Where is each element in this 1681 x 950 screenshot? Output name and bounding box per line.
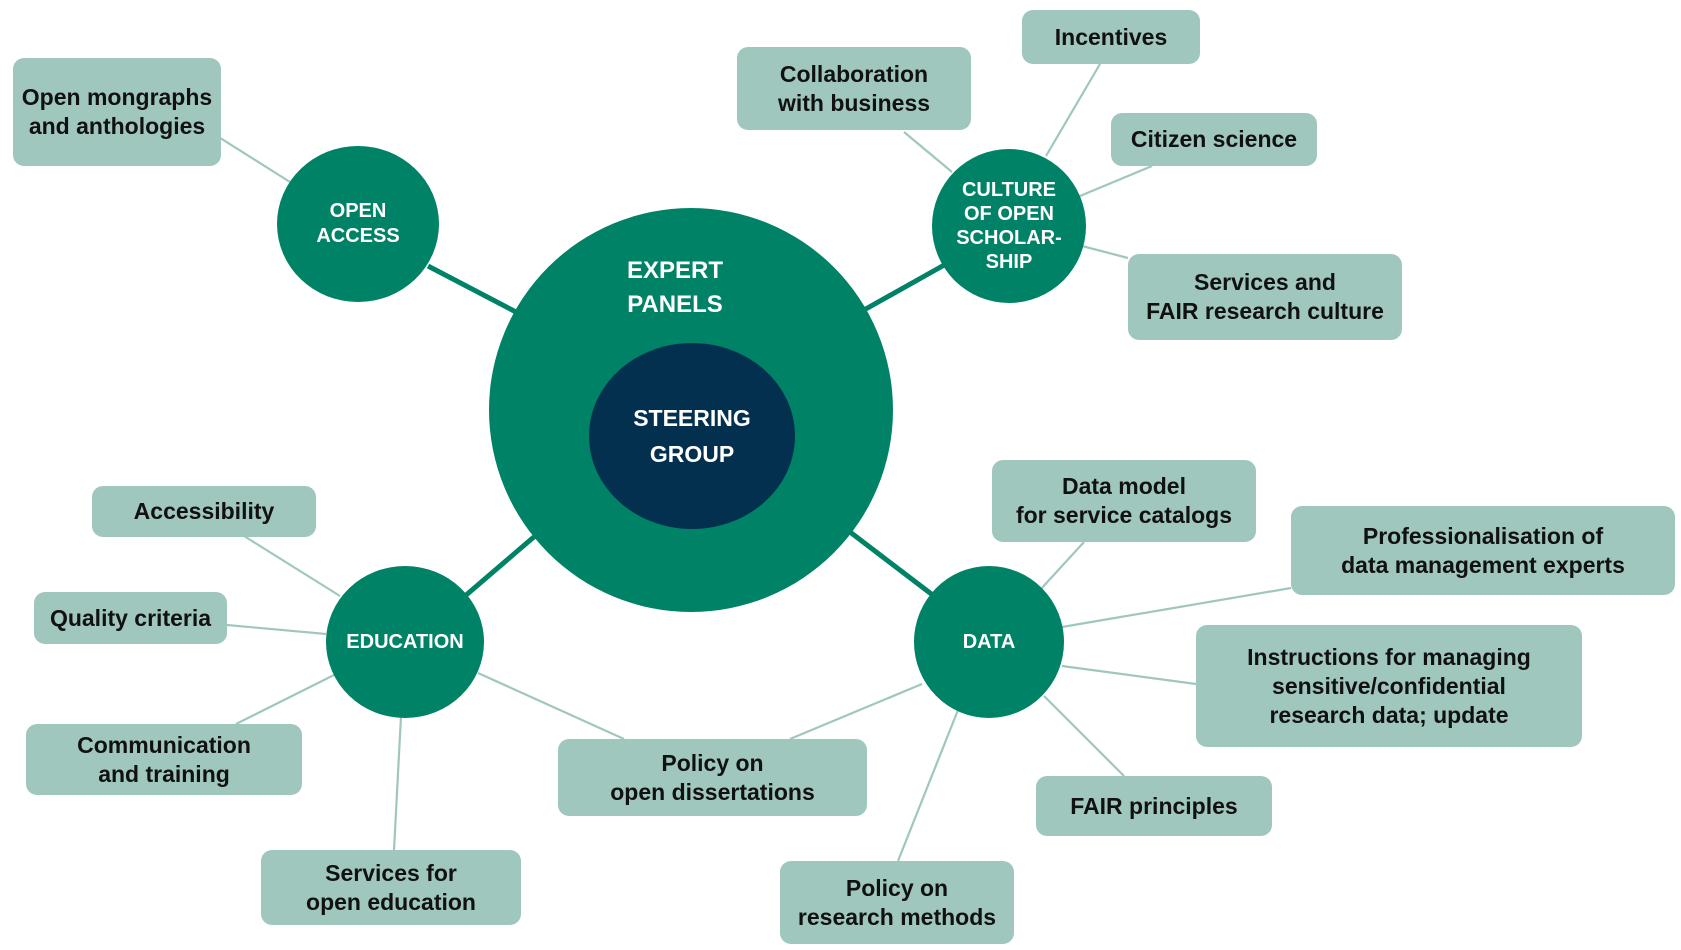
hub-culture-label: CULTURE [961, 179, 1057, 201]
hub-open-access-label: OPEN [329, 200, 387, 222]
link-instructions [1061, 664, 1197, 686]
topic-policy-methods-line: Policy on [845, 874, 949, 901]
hub-culture-label: OF OPEN [963, 203, 1054, 225]
link-services-fair [1081, 244, 1129, 260]
topic-accessibility: Accessibility [92, 486, 316, 537]
link-policy-methods [896, 709, 960, 862]
topic-policy-dissertations-line: open dissertations [610, 778, 815, 805]
hub-open-access-label: ACCESS [316, 225, 400, 247]
spoke-data [848, 530, 936, 598]
topic-instructions-sensitive-research-data: Instructions for managing sensitive/conf… [1196, 625, 1582, 747]
topic-quality-criteria: Quality criteria [34, 592, 227, 644]
topic-instructions-line: sensitive/confidential [1272, 672, 1506, 699]
spoke-open-access [426, 263, 518, 315]
expert-panels-label: EXPERT PANELS [575, 254, 775, 322]
hub-education: EDUCATION [326, 566, 484, 718]
steering-group-circle: STEERING GROUP [589, 343, 795, 529]
link-incentives [1045, 63, 1101, 157]
topic-communication-and-training: Communication and training [26, 724, 302, 795]
topic-policy-on-open-dissertations: Policy on open dissertations [558, 739, 867, 816]
expert-panels-label-line: PANELS [627, 291, 723, 318]
topic-policy-dissertations-line: Policy on [661, 749, 764, 776]
link-collaboration [903, 131, 953, 173]
hub-culture-label: SCHOLAR- [956, 227, 1062, 249]
topic-quality-criteria-line: Quality criteria [49, 604, 212, 631]
topic-data-model-line: Data model [1062, 473, 1186, 499]
topic-instructions-line: Instructions for managing [1247, 643, 1531, 670]
link-open-monographs [216, 135, 291, 183]
topic-data-model-for-service-catalogs: Data model for service catalogs [992, 460, 1256, 542]
expert-panels-label-line: EXPERT [626, 257, 724, 284]
topic-instructions-line: research data; update [1269, 701, 1509, 728]
topic-communication-line: Communication [77, 731, 251, 758]
link-services-education [392, 715, 403, 851]
link-communication [235, 673, 337, 725]
topic-open-monographs-line: and anthologies [28, 113, 206, 139]
hub-data-label: DATA [962, 631, 1016, 653]
spoke-education [463, 534, 537, 598]
link-quality-criteria [226, 623, 327, 636]
topic-professionalisation-of-data-management-experts: Professionalisation of data management e… [1291, 506, 1675, 595]
topic-professionalisation-line: Professionalisation of [1362, 522, 1604, 549]
link-fair-principles [1043, 695, 1125, 777]
topic-fair-principles: FAIR principles [1036, 776, 1272, 836]
hub-culture-of-open-scholarship: CULTURE OF OPEN SCHOLAR- SHIP [932, 149, 1086, 303]
topic-citizen-science-line: Citizen science [1130, 126, 1298, 152]
topic-services-and-fair-research-culture: Services and FAIR research culture [1128, 254, 1402, 340]
topic-fair-principles-line: FAIR principles [1070, 792, 1238, 819]
topic-open-monographs: Open mongraphs and anthologies [13, 58, 221, 166]
topic-incentives: Incentives [1022, 10, 1200, 64]
topic-open-monographs-line: Open mongraphs [21, 84, 213, 110]
topic-incentives-line: Incentives [1054, 23, 1168, 50]
topic-services-fair-line: Services and [1194, 269, 1336, 295]
hub-open-access: OPEN ACCESS [277, 146, 439, 302]
hub-education-label: EDUCATION [346, 631, 464, 653]
topic-services-education-line: open education [306, 888, 476, 915]
topic-professionalisation-line: data management experts [1341, 551, 1625, 578]
link-professionalisation [1061, 586, 1292, 629]
link-accessibility [243, 535, 341, 597]
topic-services-for-open-education: Services for open education [261, 850, 521, 925]
topic-data-model-line: for service catalogs [1015, 502, 1233, 528]
steering-group-label-line: STEERING [633, 405, 751, 431]
hub-culture-label: SHIP [985, 251, 1033, 273]
topic-policy-on-research-methods: Policy on research methods [780, 861, 1014, 944]
link-citizen-science [1079, 164, 1153, 198]
link-policy-dissertations-edu [477, 671, 625, 741]
topic-services-education-line: Services for [325, 859, 457, 886]
steering-group-label-line: GROUP [649, 441, 735, 467]
topic-collaboration-with-business: Collaboration with business [737, 47, 971, 130]
topic-collaboration-line: with business [777, 89, 931, 116]
spoke-culture [862, 261, 948, 313]
topic-citizen-science: Citizen science [1111, 113, 1317, 166]
topic-accessibility-line: Accessibility [133, 498, 275, 524]
topic-policy-methods-line: research methods [797, 903, 997, 930]
link-data-model [1039, 541, 1085, 591]
hub-data: DATA [914, 566, 1064, 718]
link-policy-dissertations-data [789, 682, 923, 741]
topic-services-fair-line: FAIR research culture [1146, 298, 1384, 324]
topic-collaboration-line: Collaboration [779, 60, 929, 87]
topic-communication-line: and training [98, 760, 230, 787]
